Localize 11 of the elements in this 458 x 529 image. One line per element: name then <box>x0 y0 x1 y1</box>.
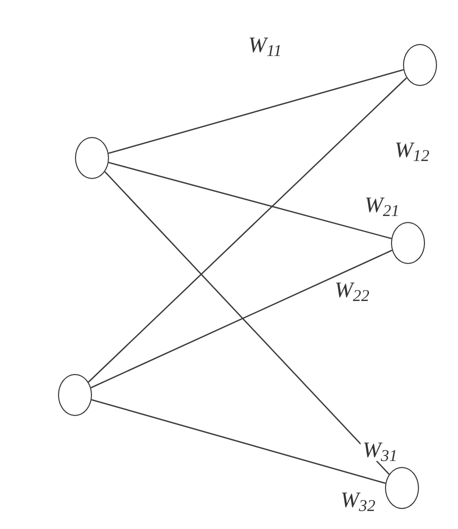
node-ellipse <box>75 137 109 179</box>
node-ellipse <box>403 44 437 86</box>
connector-line <box>104 171 390 475</box>
node-ellipse <box>385 467 419 509</box>
connector-line <box>108 162 392 240</box>
connector-line <box>90 250 392 388</box>
node-ellipse <box>58 374 92 416</box>
connector-line <box>108 69 404 154</box>
connector-line <box>88 77 407 383</box>
node-ellipse <box>391 222 425 264</box>
connector-line <box>91 399 386 484</box>
